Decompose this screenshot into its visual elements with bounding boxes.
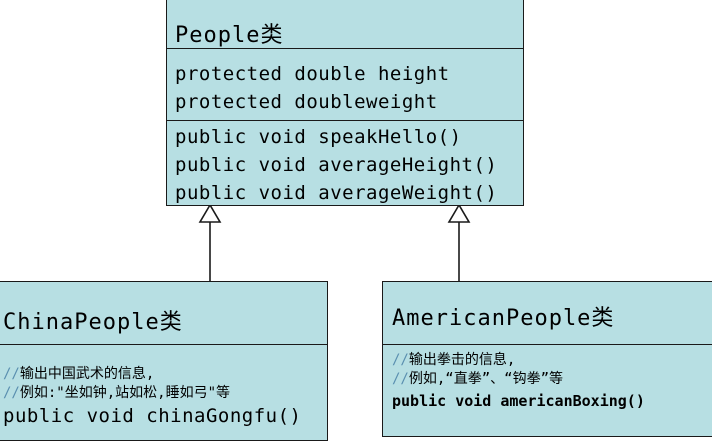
people-method-speakhello: public void speakHello() bbox=[175, 126, 462, 148]
chinapeople-class-name-section: ChinaPeople类 bbox=[0, 282, 327, 344]
americanpeople-method-americanboxing: public void americanBoxing() bbox=[392, 392, 645, 410]
people-method-averageweight: public void averageWeight() bbox=[175, 182, 498, 204]
people-attribute-weight: protected doubleweight bbox=[175, 91, 438, 113]
chinapeople-comment-1: //输出中国武术的信息, bbox=[3, 366, 155, 382]
americanpeople-class-name: AmericanPeople类 bbox=[392, 306, 615, 331]
americanpeople-class-name-section: AmericanPeople类 bbox=[383, 282, 712, 344]
chinapeople-method-chinagongfu: public void chinaGongfu() bbox=[3, 405, 302, 427]
people-attribute-height: protected double height bbox=[175, 63, 450, 85]
people-methods-section: public void speakHello() public void ave… bbox=[167, 120, 523, 205]
americanpeople-comment-1: //输出拳击的信息, bbox=[392, 352, 516, 368]
people-attributes-section: protected double height protected double… bbox=[167, 48, 523, 120]
people-class-name: People类 bbox=[175, 23, 284, 48]
americanpeople-comment-2: //例如,“直拳”、“钩拳”等 bbox=[392, 371, 564, 387]
people-method-averageheight: public void averageHeight() bbox=[175, 154, 498, 176]
chinapeople-comment-2: //例如:"坐如钟,站如松,睡如弓"等 bbox=[3, 385, 231, 401]
people-class-name-section: People类 bbox=[167, 0, 523, 48]
americanpeople-body-section: //输出拳击的信息, //例如,“直拳”、“钩拳”等 public void a… bbox=[383, 344, 712, 413]
chinapeople-class-name: ChinaPeople类 bbox=[3, 310, 183, 335]
china-inheritance-arrow bbox=[198, 203, 222, 223]
chinapeople-class: ChinaPeople类 //输出中国武术的信息, //例如:"坐如钟,站如松,… bbox=[0, 281, 328, 441]
americanpeople-class: AmericanPeople类 //输出拳击的信息, //例如,“直拳”、“钩拳… bbox=[382, 281, 712, 437]
people-class: People类 protected double height protecte… bbox=[166, 0, 524, 206]
chinapeople-body-section: //输出中国武术的信息, //例如:"坐如钟,站如松,睡如弓"等 public … bbox=[0, 344, 327, 429]
american-inheritance-arrow bbox=[447, 203, 471, 223]
